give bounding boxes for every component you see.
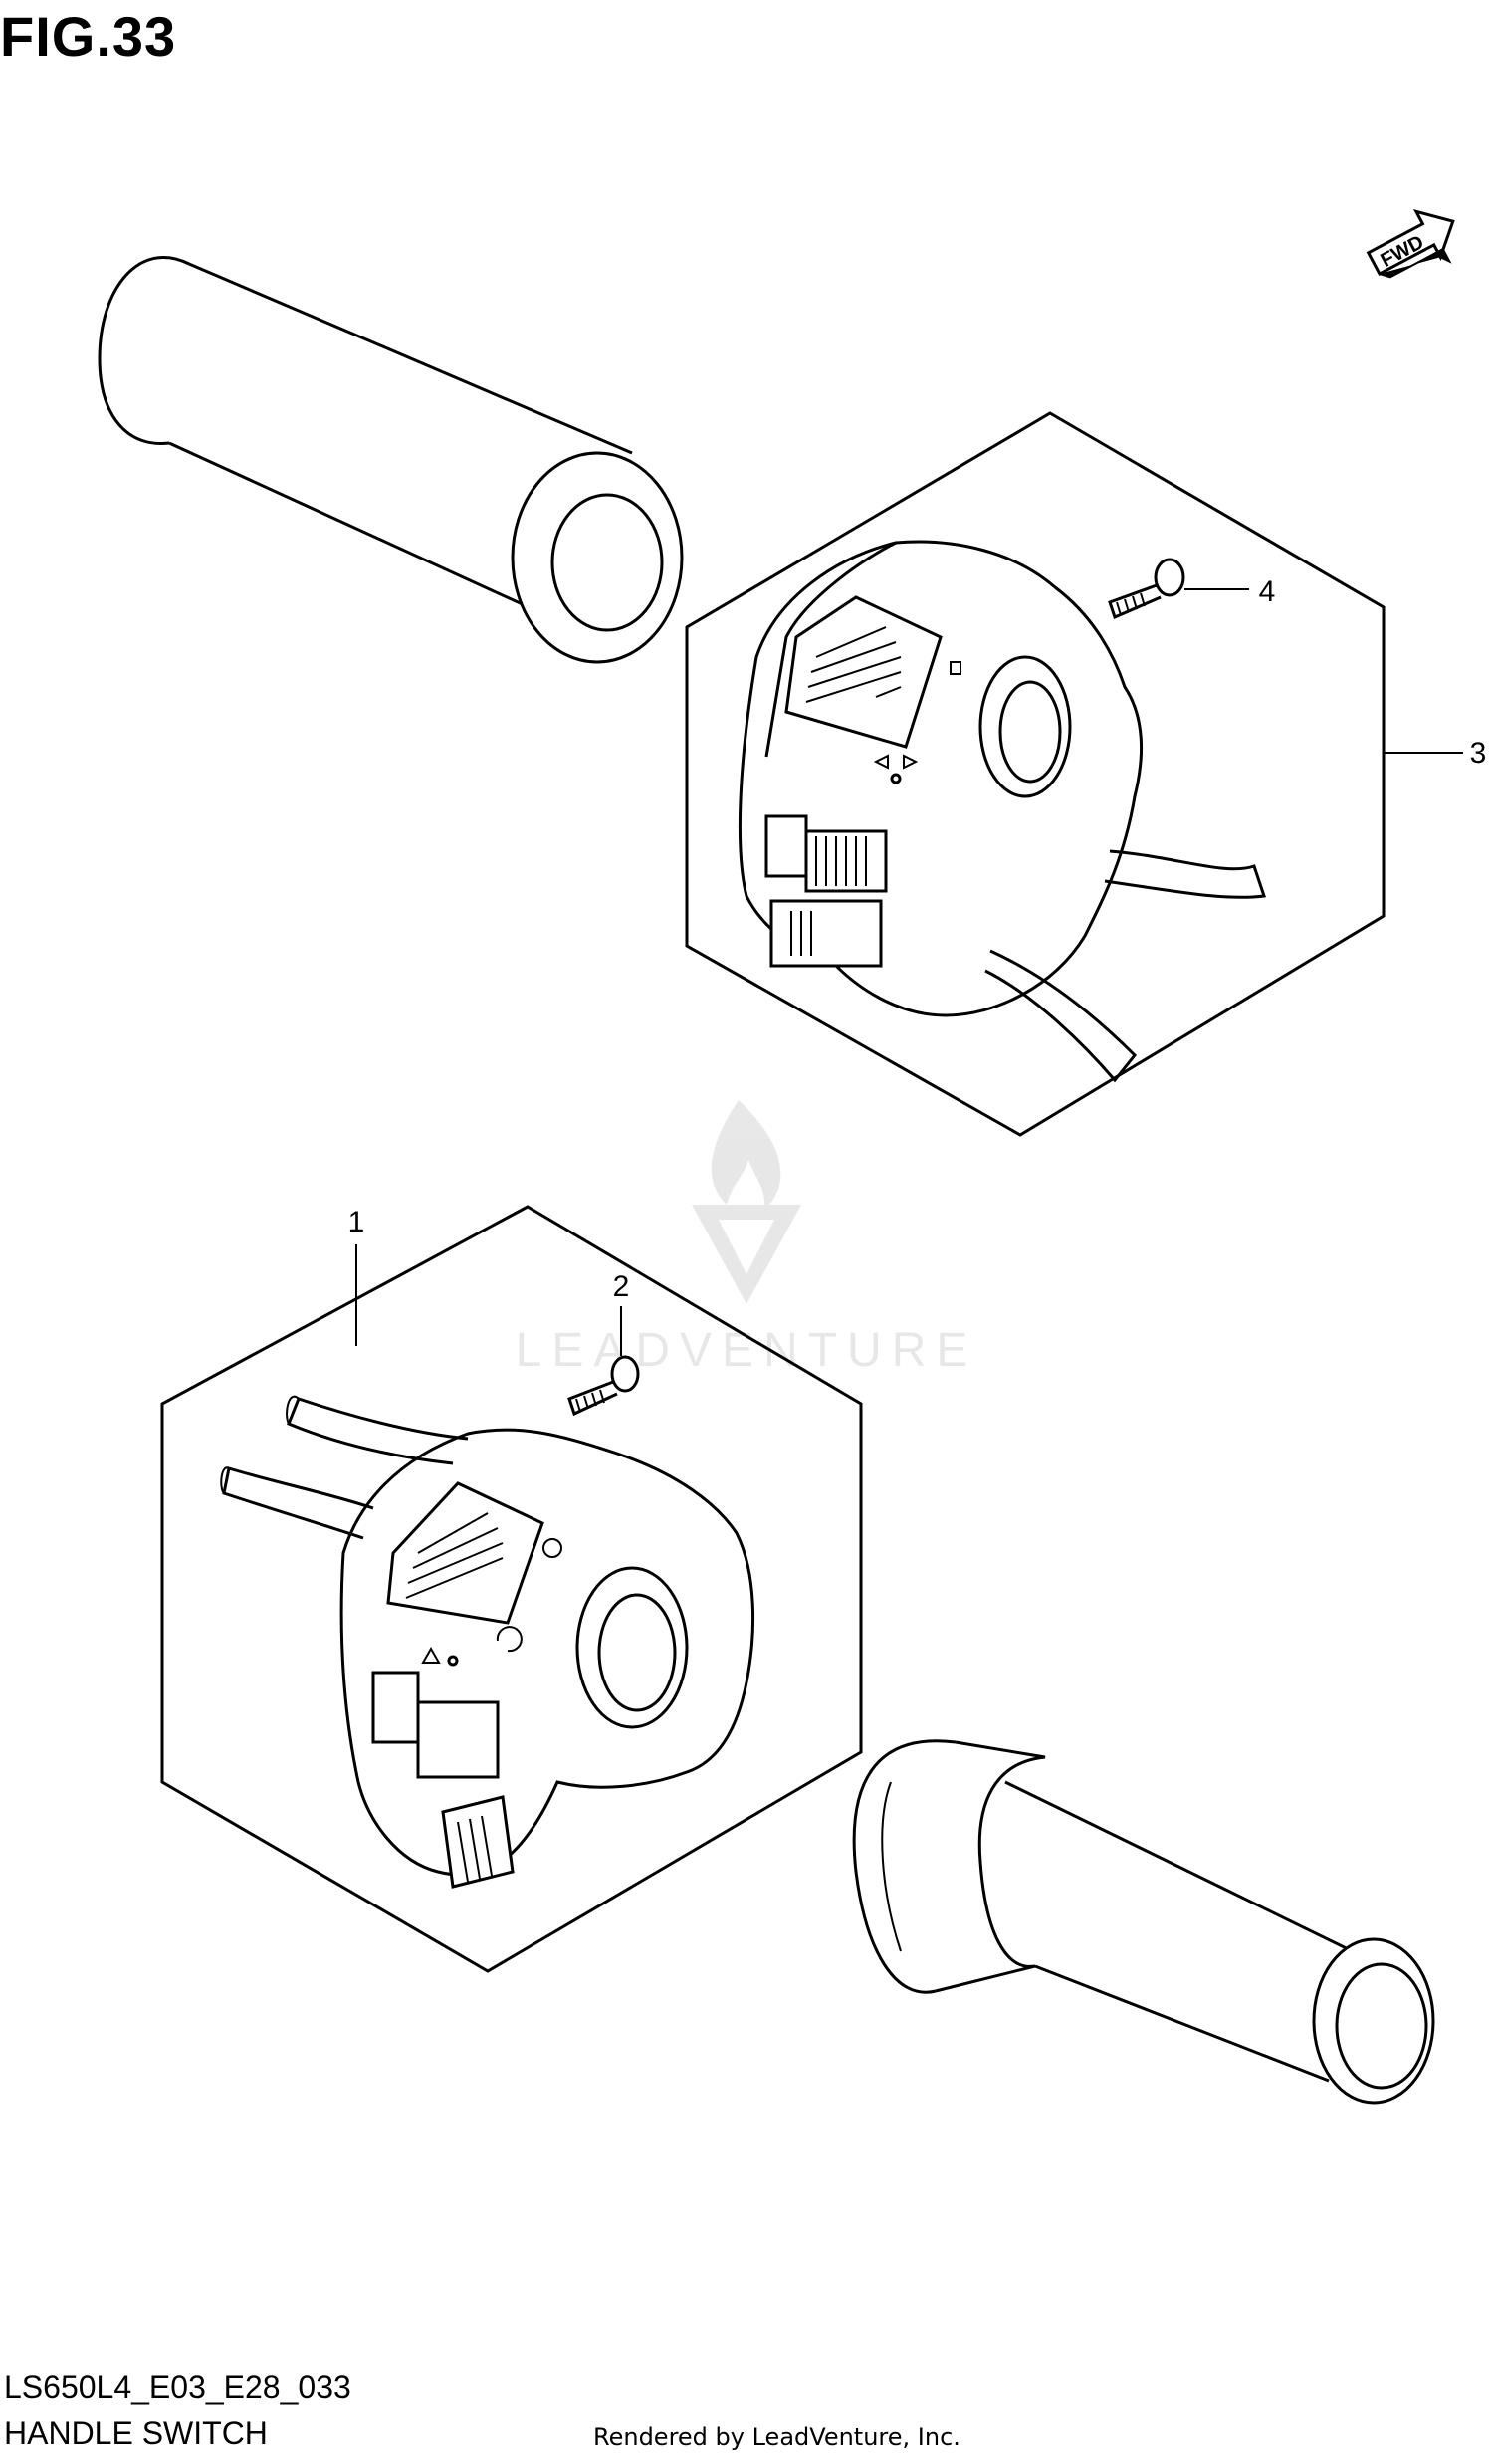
callout-4: 4 — [1184, 575, 1275, 608]
left-grip — [98, 256, 684, 664]
callout-3: 3 — [1384, 737, 1486, 770]
right-assembly-outline — [685, 411, 1386, 1137]
right-bar-hole — [978, 655, 1072, 798]
callout-2-number: 2 — [613, 1270, 630, 1303]
watermark-text: LEADVENTURE — [516, 1324, 978, 1377]
right-switch-group — [685, 411, 1386, 1137]
left-switch-group — [160, 1205, 863, 1973]
left-rocker — [386, 1481, 544, 1625]
right-wire-upper — [1104, 849, 1267, 899]
model-code: LS650L4_E03_E28_033 — [4, 2369, 351, 2405]
section-name: HANDLE SWITCH — [4, 2415, 268, 2451]
rendered-by-footer: Rendered by LeadVenture, Inc. — [593, 2423, 960, 2451]
left-hazard-button — [371, 1671, 420, 1744]
right-turn-button — [764, 814, 808, 878]
fwd-arrow-icon: FWD — [1366, 209, 1455, 279]
left-bar-hole — [575, 1566, 689, 1729]
right-grip — [852, 1739, 1435, 2105]
left-wire-upper — [287, 1397, 469, 1465]
right-rocker — [784, 595, 943, 749]
right-horn-button — [769, 899, 883, 968]
callout-3-number: 3 — [1470, 737, 1487, 770]
right-wire-lower — [984, 949, 1138, 1083]
callout-1-number: 1 — [348, 1206, 365, 1238]
callout-2: 2 — [613, 1270, 630, 1356]
screw-2 — [567, 1355, 640, 1417]
left-wire-lower — [222, 1466, 374, 1540]
left-assembly-outline — [160, 1205, 863, 1973]
left-switch-housing — [339, 1428, 755, 1877]
callout-1: 1 — [348, 1206, 365, 1346]
left-start-button — [441, 1795, 515, 1889]
watermark-flame-icon — [711, 1100, 781, 1210]
figure-title: FIG.33 — [0, 5, 177, 68]
watermark-v-icon — [692, 1205, 801, 1304]
callout-4-number: 4 — [1259, 575, 1276, 608]
screw-4 — [1108, 558, 1185, 620]
